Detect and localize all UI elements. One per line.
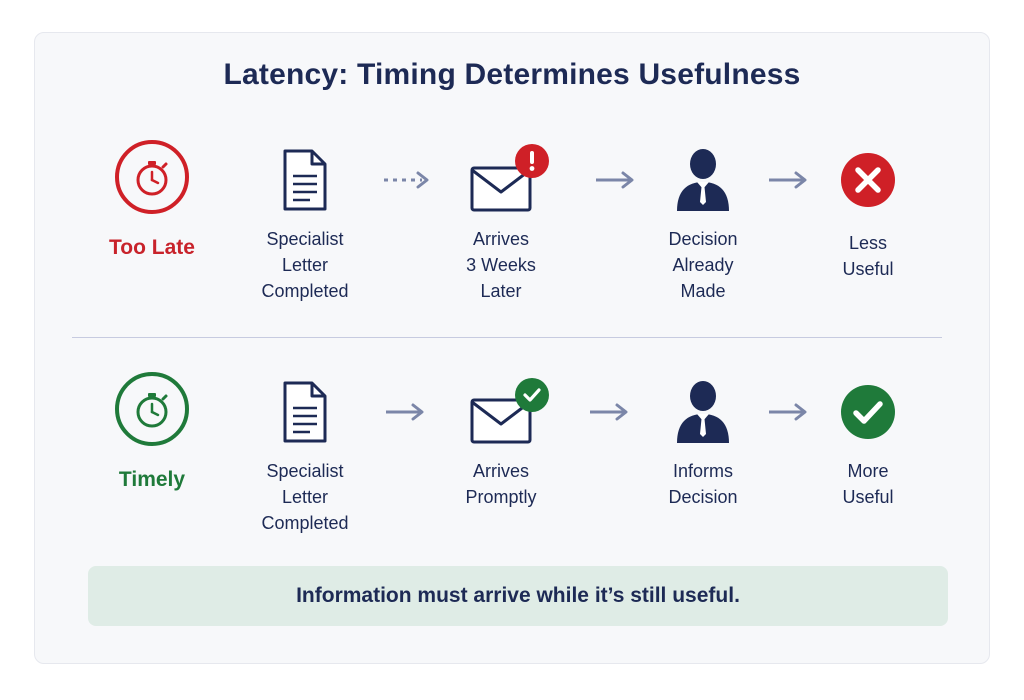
divider bbox=[72, 337, 942, 338]
dotted-arrow-icon bbox=[384, 171, 429, 189]
step-arrives-late: Arrives 3 Weeks Later bbox=[436, 140, 566, 304]
step-label: Specialist Letter Completed bbox=[261, 461, 349, 533]
step-decision-made: Decision Already Made bbox=[638, 140, 768, 304]
step-label: Informs Decision bbox=[668, 461, 738, 507]
step-arrives-promptly: Arrives Promptly bbox=[436, 372, 566, 510]
document-icon bbox=[283, 381, 327, 443]
step-more-useful: More Useful bbox=[803, 372, 933, 510]
envelope-icon bbox=[470, 166, 532, 212]
timely-status: Timely bbox=[100, 372, 204, 492]
arrow-icon bbox=[596, 171, 634, 189]
arrow-icon bbox=[590, 403, 628, 421]
step-informs-decision: Informs Decision bbox=[638, 372, 768, 510]
diagram-card bbox=[34, 32, 990, 664]
stopwatch-icon bbox=[115, 140, 189, 214]
step-label: Decision Already Made bbox=[668, 229, 738, 301]
envelope-icon bbox=[470, 398, 532, 444]
stopwatch-icon bbox=[115, 372, 189, 446]
step-label: Less Useful bbox=[842, 233, 894, 279]
status-label: Too Late bbox=[109, 236, 195, 259]
person-icon bbox=[677, 381, 729, 443]
page-title: Latency: Timing Determines Usefulness bbox=[223, 58, 801, 91]
status-label: Timely bbox=[118, 468, 186, 491]
document-icon bbox=[283, 149, 327, 211]
too-late-status: Too Late bbox=[100, 140, 204, 260]
step-label: Arrives Promptly bbox=[465, 461, 537, 507]
step-label: More Useful bbox=[842, 461, 894, 507]
arrow-icon bbox=[769, 171, 807, 189]
step-letter-completed: Specialist Letter Completed bbox=[240, 372, 370, 536]
step-label: Arrives 3 Weeks Later bbox=[466, 229, 536, 301]
exclamation-badge-icon bbox=[515, 144, 549, 178]
takeaway-banner: Information must arrive while it’s still… bbox=[88, 566, 948, 626]
step-less-useful: Less Useful bbox=[803, 140, 933, 282]
x-circle-icon bbox=[841, 153, 895, 207]
check-badge-icon bbox=[515, 378, 549, 412]
too-late-row: Too Late Specialist Letter Completed bbox=[0, 140, 1024, 310]
arrow-icon bbox=[769, 403, 807, 421]
arrow-icon bbox=[386, 403, 424, 421]
step-letter-completed: Specialist Letter Completed bbox=[240, 140, 370, 304]
person-icon bbox=[677, 149, 729, 211]
check-circle-icon bbox=[841, 385, 895, 439]
step-label: Specialist Letter Completed bbox=[261, 229, 349, 301]
timely-row: Timely Specialist Letter Completed bbox=[0, 372, 1024, 542]
